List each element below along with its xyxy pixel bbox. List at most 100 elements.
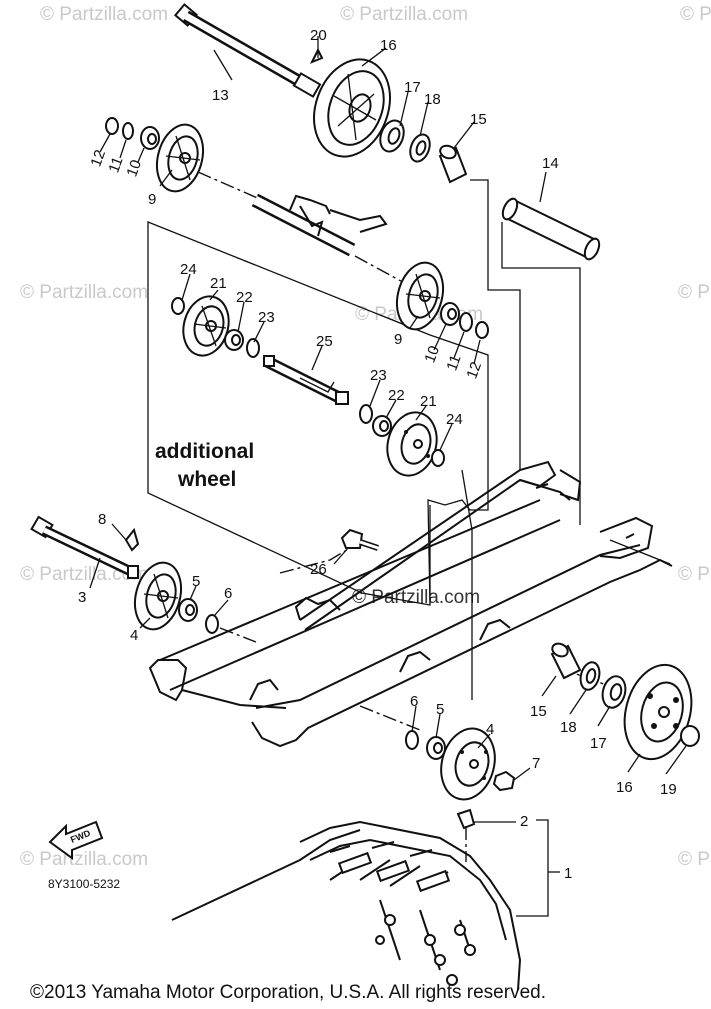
track-1 xyxy=(171,820,522,991)
axle-25 xyxy=(263,355,349,405)
part-label-4-right: 4 xyxy=(486,721,494,738)
part-label-22-right: 22 xyxy=(388,387,405,404)
washer-18-top xyxy=(409,133,431,163)
diagram-code: 8Y3100-5232 xyxy=(48,877,120,891)
part-label-18-top: 18 xyxy=(424,91,441,108)
part-label-23-right: 23 xyxy=(370,367,387,384)
part-label-9-top: 9 xyxy=(148,191,156,208)
wheel-21-left xyxy=(182,295,230,357)
part-label-10-mid: 10 xyxy=(421,344,443,365)
part-label-5-left: 5 xyxy=(192,573,200,590)
part-label-4-left: 4 xyxy=(130,627,138,644)
washer-11-top xyxy=(122,122,134,140)
nut-24-right xyxy=(431,449,445,467)
washer-6-left xyxy=(205,614,219,634)
wheel-16-bottom xyxy=(623,663,693,761)
wheel-4-left xyxy=(133,561,183,631)
washer-6-right xyxy=(405,730,419,750)
clip-20 xyxy=(309,47,324,64)
bearing-17-bottom xyxy=(601,675,627,709)
part-label-6-left: 6 xyxy=(224,585,232,602)
part-label-16-bottom: 16 xyxy=(616,779,633,796)
part-label-13: 13 xyxy=(212,87,229,104)
watermark-layer: © Partzilla.com © Partzilla.com © Partzi… xyxy=(20,4,711,870)
part-label-17-bottom: 17 xyxy=(590,735,607,752)
watermark: © Partzilla.com xyxy=(678,849,711,870)
part-label-23-left: 23 xyxy=(258,309,275,326)
washer-18-bottom xyxy=(579,661,601,691)
part-label-9-mid: 9 xyxy=(394,331,402,348)
clip-8 xyxy=(124,527,140,552)
bolt-26 xyxy=(340,528,379,551)
additional-wheel-box xyxy=(147,221,489,606)
part-label-20: 20 xyxy=(310,27,327,44)
part-label-24-left: 24 xyxy=(180,261,197,278)
nut-12-mid xyxy=(475,321,489,339)
wheel-16-top xyxy=(313,58,391,158)
part-label-6-right: 6 xyxy=(410,693,418,710)
part-label-15-top: 15 xyxy=(470,111,487,128)
callout-line2: wheel xyxy=(177,468,236,491)
wheel-9-mid xyxy=(395,261,445,331)
watermark: © Partzilla.com xyxy=(40,4,168,25)
washer-23-left xyxy=(246,338,260,358)
part-label-18-bottom: 18 xyxy=(560,719,577,736)
callout-line1: additional xyxy=(155,440,254,463)
part-label-21-right: 21 xyxy=(420,393,437,410)
wheel-4-right xyxy=(440,727,496,801)
watermark: © Partzilla.com xyxy=(678,564,711,585)
part-label-8: 8 xyxy=(98,511,106,528)
pivot-arm xyxy=(251,193,388,257)
nut-12-top xyxy=(105,117,119,135)
part-label-10-top: 10 xyxy=(123,158,145,179)
part-label-24-right: 24 xyxy=(446,411,463,428)
part-label-1: 1 xyxy=(564,865,572,882)
bearing-17-top xyxy=(379,119,405,153)
bearing-22-right xyxy=(372,415,392,437)
part-label-5-right: 5 xyxy=(436,701,444,718)
part-label-7: 7 xyxy=(532,755,540,772)
washer-11-mid xyxy=(459,312,473,332)
collar-15-bottom xyxy=(550,642,582,680)
part-label-17-top: 17 xyxy=(404,79,421,96)
watermark: © Partzilla.com xyxy=(20,282,148,303)
watermark: © Partzilla.com xyxy=(20,849,148,870)
part-label-26: 26 xyxy=(310,561,327,578)
leader-lines xyxy=(89,36,687,781)
shaft-13 xyxy=(173,3,322,98)
collar-15-top xyxy=(438,144,468,184)
part-label-3: 3 xyxy=(78,589,86,606)
bearing-5-left xyxy=(178,598,198,622)
part-label-21-left: 21 xyxy=(210,275,227,292)
part-label-11-top: 11 xyxy=(105,155,126,175)
wheel-21-right xyxy=(386,411,438,477)
shaft-3 xyxy=(30,515,139,579)
part-label-16-top: 16 xyxy=(380,37,397,54)
watermark: © Partzilla.com xyxy=(340,4,468,25)
wheel-9-top xyxy=(155,123,205,193)
slide-rail-back xyxy=(159,460,582,691)
part-label-12-mid: 12 xyxy=(463,360,485,381)
roller-14 xyxy=(501,197,601,261)
bearing-10-mid xyxy=(440,302,460,326)
part-labels: 20 13 16 17 18 15 14 12 11 10 9 24 21 22… xyxy=(78,27,677,882)
part-label-14: 14 xyxy=(542,155,559,172)
bearing-5-right xyxy=(426,736,446,760)
watermark: © Partzilla.com xyxy=(680,4,711,25)
fwd-arrow: FWD xyxy=(48,820,104,860)
part-label-11-mid: 11 xyxy=(443,353,464,373)
watermark-center: © Partzilla.com xyxy=(352,587,480,608)
part-label-25: 25 xyxy=(316,333,333,350)
part-label-19: 19 xyxy=(660,781,677,798)
washer-23-right xyxy=(359,404,373,424)
part-label-15-bottom: 15 xyxy=(530,703,547,720)
part-label-2: 2 xyxy=(520,813,528,830)
bracket-2 xyxy=(456,808,476,830)
cap-19 xyxy=(680,725,700,747)
part-label-22-left: 22 xyxy=(236,289,253,306)
bearing-22-left xyxy=(224,329,244,351)
nut-24-left xyxy=(171,297,185,315)
copyright-text: ©2013 Yamaha Motor Corporation, U.S.A. A… xyxy=(30,982,546,1003)
slide-rail-front xyxy=(148,483,673,748)
